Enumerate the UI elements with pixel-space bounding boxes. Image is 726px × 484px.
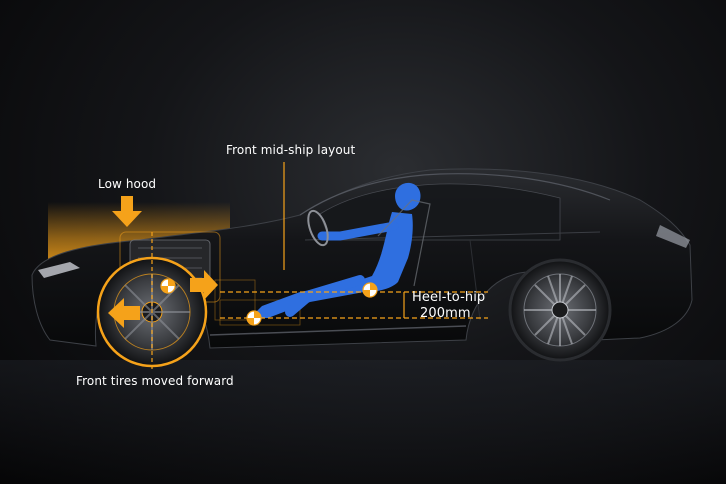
steering-wheel [307, 209, 329, 247]
front-tires-label: Front tires moved forward [76, 374, 234, 388]
down-arrow-icon [112, 196, 142, 227]
floor-reflection [0, 360, 726, 484]
front-midship-label: Front mid-ship layout [226, 143, 356, 157]
heel-to-hip-guides [220, 291, 488, 319]
right-arrow-icon [190, 270, 218, 300]
left-arrow-icon [108, 298, 140, 328]
heel-to-hip-title: Heel-to-hip [412, 290, 486, 305]
center-of-gravity-icon [160, 278, 176, 294]
center-of-gravity-icon [362, 282, 378, 298]
rear-wheel [508, 258, 612, 362]
low-hood-label: Low hood [98, 177, 157, 191]
center-of-gravity-icon [246, 310, 262, 326]
heel-to-hip-value: 200mm [420, 306, 471, 321]
